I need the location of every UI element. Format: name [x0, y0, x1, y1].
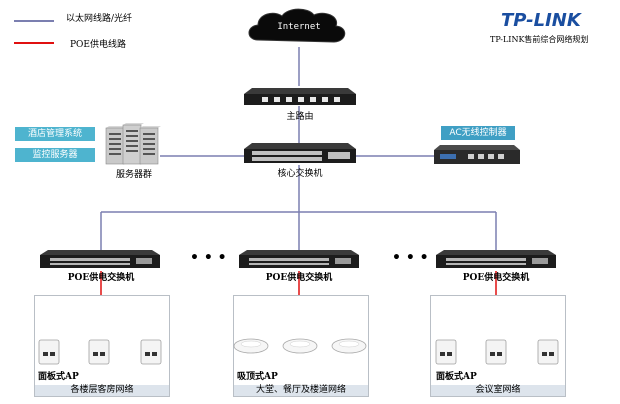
poe-switch-3-label: POE供电交换机 — [462, 273, 530, 283]
panel-ap-icon — [88, 339, 110, 365]
zone-lobby-ap-label: 吸顶式AP — [237, 372, 278, 382]
poe-switch-1-label: POE供电交换机 — [67, 273, 135, 283]
tag-hotel-management: 酒店管理系统 — [15, 127, 95, 141]
zone-guest-rooms-label: 各楼层客房网络 — [35, 385, 169, 396]
zone-lobby-label: 大堂、餐厅及楼道网络 — [234, 385, 368, 396]
brand-subtitle: TP-LINK售前综合网络规划 — [490, 35, 589, 44]
ellipsis-right: • • • — [392, 250, 429, 266]
poe-switch-1-icon — [40, 250, 160, 268]
tp-link-logo: TP-LINK — [501, 10, 581, 31]
internet-label: Internet — [277, 22, 321, 32]
ceiling-ap-icon — [282, 338, 318, 354]
poe-switch-3-icon — [436, 250, 556, 268]
ceiling-ap-icon — [331, 338, 367, 354]
ac-controller-tag: AC无线控制器 — [441, 126, 515, 140]
poe-switch-2-label: POE供电交换机 — [265, 273, 333, 283]
legend-ethernet-label: 以太网线路/光纤 — [65, 14, 133, 24]
main-router-label: 主路由 — [286, 112, 314, 122]
ceiling-ap-icon — [233, 338, 269, 354]
legend-poe-label: POE供电线路 — [70, 40, 127, 50]
zone-meeting-room-label: 会议室网络 — [431, 385, 565, 396]
panel-ap-icon — [38, 339, 60, 365]
poe-switch-2-icon — [239, 250, 359, 268]
server-group-label: 服务器群 — [115, 170, 152, 180]
legend-ethernet-line — [14, 20, 54, 22]
ellipsis-left: • • • — [190, 250, 227, 266]
panel-ap-icon — [537, 339, 559, 365]
core-switch-label: 核心交换机 — [277, 169, 323, 179]
panel-ap-icon — [485, 339, 507, 365]
panel-ap-icon — [435, 339, 457, 365]
tag-monitoring-server: 监控服务器 — [15, 148, 95, 162]
legend-poe-line — [14, 42, 54, 44]
zone-meeting-room-ap-label: 面板式AP — [436, 372, 477, 382]
zone-guest-rooms-ap-label: 面板式AP — [38, 372, 79, 382]
panel-ap-icon — [140, 339, 162, 365]
